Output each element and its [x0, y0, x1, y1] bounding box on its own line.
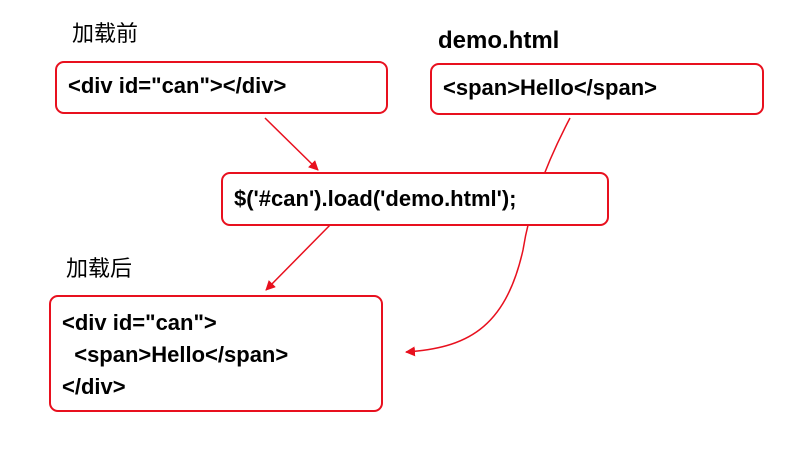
label-before-load: 加载前: [72, 22, 139, 47]
demo-file-box: <span>Hello</span>: [430, 63, 764, 115]
after-load-box: <div id="can"> <span>Hello</span> </div>: [49, 295, 383, 412]
demo-file-code: <span>Hello</span>: [443, 75, 657, 100]
label-demo-file: demo.html: [438, 27, 560, 54]
arrow-before-to-call: [264, 117, 319, 171]
arrow-file-to-after: [405, 117, 571, 357]
before-load-box: <div id="can"></div>: [55, 61, 388, 114]
after-load-line-3: </div>: [62, 374, 126, 399]
after-load-line-1: <div id="can">: [62, 310, 217, 335]
arrow-call-to-after: [265, 221, 334, 291]
label-after-load: 加载后: [66, 257, 133, 282]
before-load-code: <div id="can"></div>: [68, 73, 287, 98]
load-call-code: $('#can').load('demo.html');: [234, 186, 517, 211]
load-call-box: $('#can').load('demo.html');: [221, 172, 609, 226]
after-load-line-2: <span>Hello</span>: [62, 342, 289, 367]
